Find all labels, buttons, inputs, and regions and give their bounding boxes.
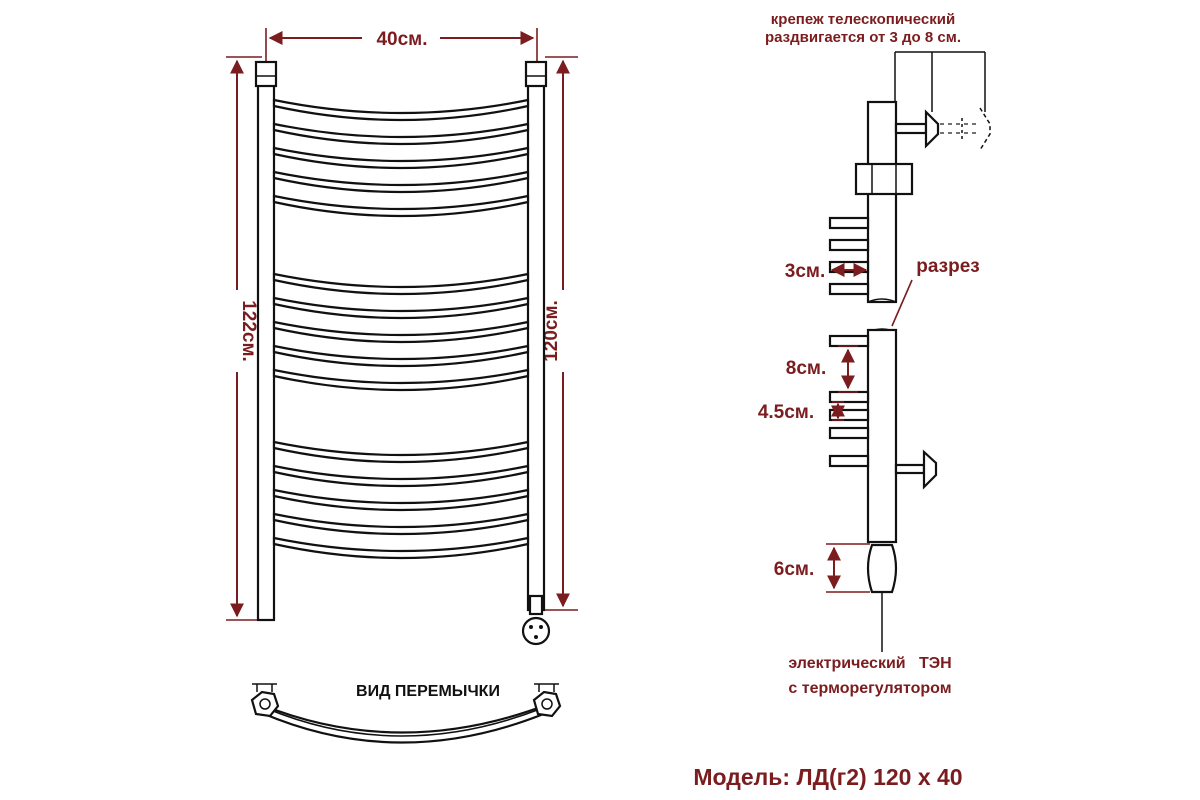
spacing-small-dimension: 4.5см. [758, 401, 845, 423]
total-height-label: 122см. [238, 300, 259, 362]
side-rungs-upper [828, 216, 870, 296]
rung-7 [272, 296, 530, 320]
rung-12 [272, 464, 530, 488]
rail-height-dimension: 120см. [541, 56, 578, 611]
mount-label-line2: раздвигается от 3 до 8 см. [765, 29, 961, 46]
side-view: крепеж телескопический раздвигается от 3… [758, 11, 991, 697]
heater-element [866, 543, 898, 652]
rung-5 [272, 194, 530, 218]
model-label: Модель: ЛД(г2) 120 х 40 [693, 764, 962, 790]
rung-8 [272, 320, 530, 344]
rung-9 [272, 344, 530, 368]
rung-14 [272, 512, 530, 536]
heater-label-line2: с терморегулятором [788, 680, 951, 697]
jumper-view: ВИД ПЕРЕМЫЧКИ [250, 683, 562, 744]
rung-4 [272, 170, 530, 194]
total-height-dimension: 122см. [226, 56, 262, 621]
rung-2 [272, 122, 530, 146]
front-view: 40см. 122см. 120см. [226, 28, 578, 646]
side-nut [854, 162, 914, 196]
right-rail [526, 83, 546, 612]
top-wall-mount [894, 107, 991, 151]
rung-1 [272, 98, 530, 122]
cut-annotation: разрез [891, 256, 980, 327]
jumper-label: ВИД ПЕРЕМЫЧКИ [356, 683, 500, 700]
right-top-cap [524, 60, 548, 88]
spacing-large-label: 8см. [786, 358, 826, 379]
heater-height-dimension: 6см. [774, 543, 870, 593]
bottom-wall-mount [894, 449, 938, 490]
side-rail-lower [866, 328, 898, 544]
heater-height-label: 6см. [774, 559, 814, 580]
spacing-large-dimension: 8см. [786, 345, 858, 393]
rung-15 [272, 536, 530, 560]
left-top-cap [254, 60, 278, 88]
rail-height-label: 120см. [541, 300, 562, 362]
heater-plug-front [521, 594, 551, 646]
depth-dimension: 3см. [785, 261, 868, 282]
rung-3 [272, 146, 530, 170]
cut-label: разрез [916, 256, 979, 277]
rung-10 [272, 368, 530, 392]
width-label: 40см. [376, 29, 427, 50]
side-rail-upper [866, 100, 898, 304]
width-dimension: 40см. [265, 28, 538, 62]
left-rail [256, 83, 276, 622]
mount-label-line1: крепеж телескопический [771, 11, 955, 28]
rung-11 [272, 440, 530, 464]
rung-6 [272, 272, 530, 296]
heater-label-line1: электрический ТЭН [788, 655, 951, 672]
side-rungs-lower [828, 334, 870, 468]
spacing-small-label: 4.5см. [758, 402, 814, 423]
rung-13 [272, 488, 530, 512]
depth-label: 3см. [785, 261, 825, 282]
front-rungs [272, 98, 530, 560]
